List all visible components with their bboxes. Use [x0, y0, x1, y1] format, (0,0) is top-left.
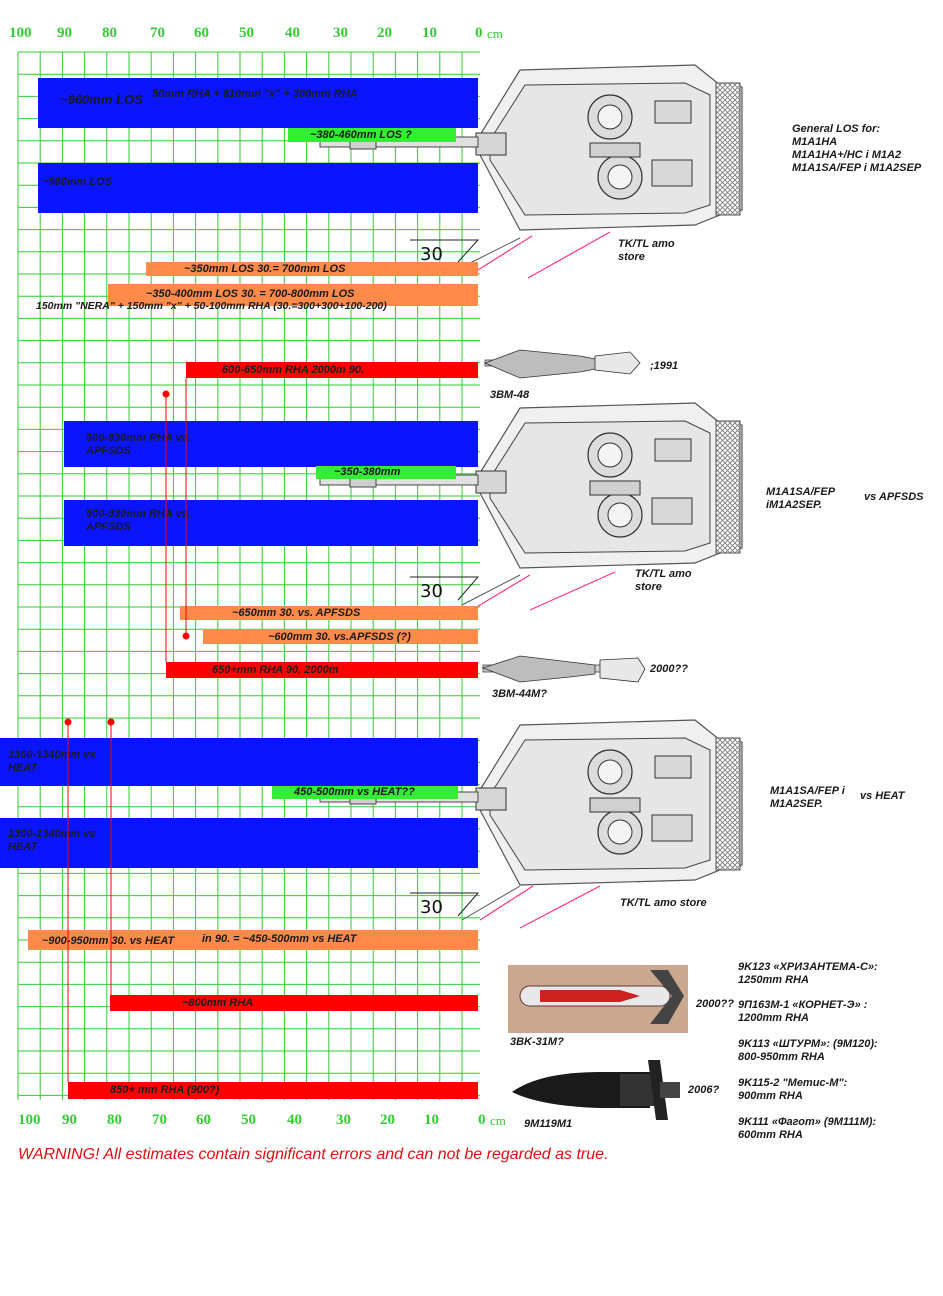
label-front-heat-2: 1300-1340mm vs HEAT [8, 828, 96, 853]
bar-red-top [186, 362, 478, 378]
bar-front-heat-2 [0, 818, 478, 868]
round-bottom-name: 3BM-44M? [492, 688, 548, 700]
round-top-year: ;1991 [650, 360, 679, 372]
axis-tick-50: 50 [239, 25, 254, 41]
caption-panel-2-vs: vs APFSDS [864, 491, 924, 503]
axis-tick-50: 50 [241, 1112, 256, 1128]
bar-side-apfsds-2 [203, 630, 478, 644]
leader-dot [162, 390, 170, 398]
label-front-apfsds-1: 900-930mm RHA vs. APFSDS [86, 432, 191, 457]
store-label-1: TK/TL amo store [618, 238, 675, 263]
label-side-apfsds-2: ~600mm 30. vs.APFSDS (?) [268, 631, 411, 643]
axis-unit: cm [490, 1113, 506, 1128]
label-side-apfsds-1: ~650mm 30. vs. APFSDS [232, 607, 361, 619]
atgm-item: 9K111 «Фагот» (9M111M): 600mm RHA [738, 1116, 877, 1141]
bar-front-heat-1 [0, 738, 478, 786]
bar-front-apfsds-1 [64, 421, 478, 467]
missile-1-year: 2000?? [696, 998, 734, 1010]
missile-2-year: 2006? [688, 1084, 720, 1096]
missile-3bk31m-graphic [508, 965, 688, 1033]
bar-front-los-2 [38, 163, 478, 213]
label-front-apfsds-2: 900-930mm RHA vs. APFSDS [86, 508, 191, 533]
label-red-top: 600-650mm RHA 2000m 90. [222, 364, 365, 376]
leader-dot [107, 718, 115, 726]
label-red-bottom: 650+mm RHA 90. 2000m [212, 664, 339, 676]
label-side-heat: ~900-950mm 30. vs HEAT [42, 935, 175, 947]
round-bottom-graphic [481, 655, 646, 683]
warning-text: WARNING! All estimates contain significa… [18, 1146, 609, 1163]
axis-tick-20: 20 [380, 1112, 395, 1128]
atgm-item: 9K115-2 "Метис-М": 900mm RHA [738, 1077, 848, 1102]
label-front-los-1: ~960mm LOS [60, 92, 143, 107]
axis-tick-10: 10 [422, 25, 437, 41]
axis-tick-30: 30 [333, 25, 348, 41]
missile-2-name: 9M119M1 [524, 1118, 573, 1130]
axis-unit: cm [487, 26, 503, 41]
bar-side-2 [108, 284, 478, 306]
axis-tick-90: 90 [62, 1112, 77, 1128]
label-side-heat-note: in 90. = ~450-500mm vs HEAT [202, 933, 357, 945]
axis-tick-80: 80 [107, 1112, 122, 1128]
bar-red-bottom [166, 662, 478, 678]
axis-tick-0: 0 [478, 1112, 486, 1128]
bar-mantlet-1 [288, 128, 456, 142]
label-side-2: ~350-400mm LOS 30. = 700-800mm LOS [146, 288, 355, 300]
label-red-850: 850+ mm RHA (900?) [110, 1084, 220, 1096]
label-front-composition: 50mm RHA + 610mm "x" + 300mm RHA [152, 88, 358, 100]
atgm-item: 9K113 «ШТУРМ»: (9M120): 800-950mm RHA [738, 1038, 878, 1063]
store-label-3: TK/TL amo store [620, 897, 707, 909]
caption-panel-2: M1A1SA/FEP iM1A2SEP. [766, 486, 836, 511]
axis-tick-40: 40 [285, 25, 300, 41]
bar-mantlet-2 [316, 466, 456, 479]
bar-mantlet-3 [272, 786, 458, 799]
label-side-composition: 150mm "NERA" + 150mm "x" + 50-100mm RHA … [36, 300, 387, 312]
angle-label-2: 30 [420, 581, 443, 602]
label-side-1: ~350mm LOS 30.= 700mm LOS [184, 263, 346, 275]
axis-tick-80: 80 [102, 25, 117, 41]
axis-tick-10: 10 [424, 1112, 439, 1128]
atgm-item: 9K123 «ХРИЗАНТЕМА-С»: 1250mm RHA [738, 961, 878, 986]
label-mantlet-2: ~350-380mm [334, 466, 401, 478]
label-front-heat-1: 1300-1340mm vs HEAT [8, 749, 96, 774]
leader-dot [182, 632, 190, 640]
caption-panel-3-vs: vs HEAT [860, 790, 905, 802]
bar-red-850 [68, 1082, 478, 1099]
round-top-graphic [483, 349, 641, 379]
axis-tick-100: 100 [18, 1112, 41, 1128]
bar-side-heat [28, 930, 478, 950]
axis-tick-40: 40 [287, 1112, 302, 1128]
axis-tick-20: 20 [377, 25, 392, 41]
angle-label-1: 30 [420, 244, 443, 265]
bar-front-los-1 [38, 78, 478, 128]
bar-side-1 [146, 262, 478, 276]
missile-1-name: 3BK-31M? [510, 1036, 564, 1048]
axis-tick-30: 30 [336, 1112, 351, 1128]
round-top-name: 3BM-48 [490, 389, 530, 401]
axis-tick-0: 0 [475, 25, 483, 41]
axis-tick-70: 70 [152, 1112, 167, 1128]
bar-red-800 [110, 995, 478, 1011]
caption-panel-3: M1A1SA/FEP i M1A2SEP. [770, 785, 845, 810]
leader-dot [64, 718, 72, 726]
axis-tick-100: 100 [9, 25, 32, 41]
label-front-los-2: ~960mm LOS [42, 176, 113, 188]
axis-tick-60: 60 [194, 25, 209, 41]
store-label-2: TK/TL amo store [635, 568, 692, 593]
bar-front-apfsds-2 [64, 500, 478, 546]
missile-9m119m1-graphic [512, 1060, 680, 1120]
caption-panel-1: General LOS for: M1A1HA M1A1HA+/HC i M1A… [792, 123, 922, 174]
label-mantlet-3: 450-500mm vs HEAT?? [294, 786, 415, 798]
angle-label-3: 30 [420, 897, 443, 918]
label-mantlet-1: ~380-460mm LOS ? [310, 129, 412, 141]
axis-tick-70: 70 [150, 25, 165, 41]
atgm-item: 9П163М-1 «КОРНЕТ-Э» : 1200mm RHA [738, 999, 868, 1024]
axis-tick-90: 90 [57, 25, 72, 41]
round-bottom-year: 2000?? [650, 663, 688, 675]
bar-side-apfsds-1 [180, 606, 478, 620]
label-red-800: ~800mm RHA [182, 997, 254, 1009]
axis-tick-60: 60 [196, 1112, 211, 1128]
